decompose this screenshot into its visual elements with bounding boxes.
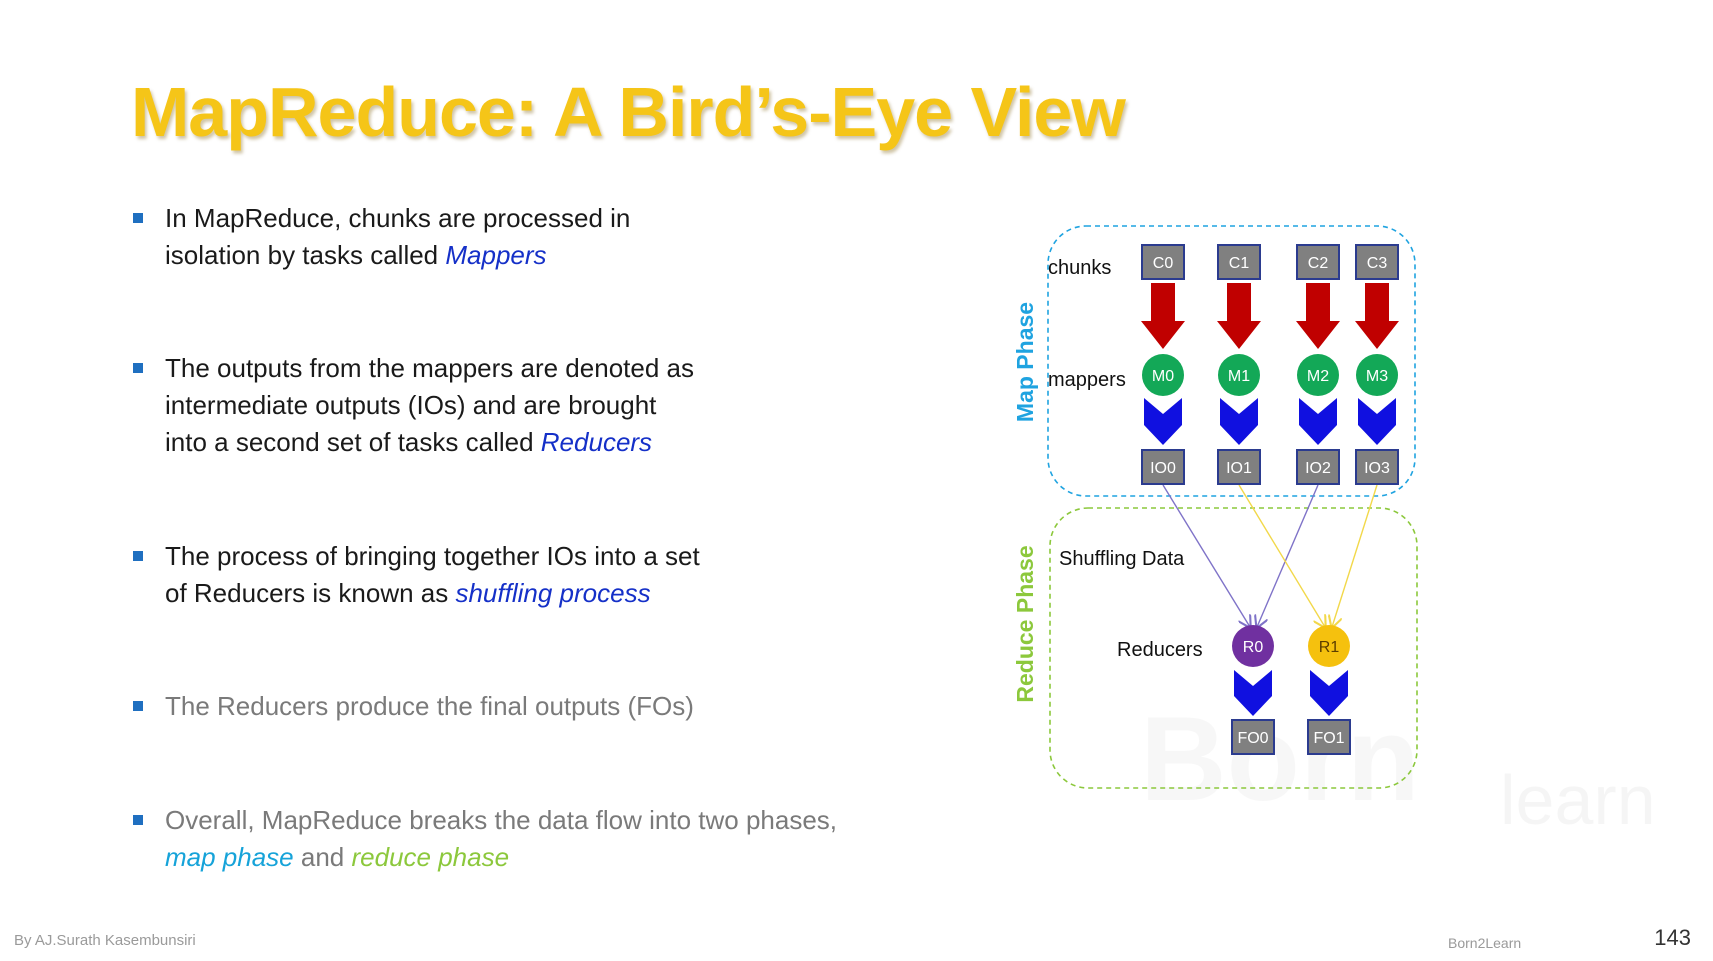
term-mappers: Mappers [445,240,547,270]
down-arrow-icon [1141,283,1185,349]
io-box [1141,449,1185,485]
term-reducers: Reducers [540,427,653,457]
page-number: 143 [1654,925,1691,950]
mapper-node [1297,354,1339,396]
chunk-box [1141,244,1185,280]
mapper-node [1356,354,1398,396]
reducer-node [1308,625,1350,667]
final-output-box [1231,719,1275,755]
reduce-phase-frame [1049,507,1418,789]
shuffle-line [1238,484,1325,627]
final-output-box-label: FO0 [1237,730,1268,747]
io-box [1217,449,1261,485]
chunk-box-label: C2 [1308,255,1329,272]
bullet-marker [133,815,143,825]
io-box [1355,449,1399,485]
shuffle-line [1257,484,1319,627]
final-output-box [1307,719,1351,755]
reducers-label: Reducers [1117,639,1203,661]
chevron-down-icon [1358,398,1396,445]
bullet-marker [133,701,143,711]
mapper-node-label: M3 [1366,368,1388,385]
bullet-2: The outputs from the mappers are denoted… [133,350,694,461]
chevron-down-icon [1220,398,1258,445]
bullet-text: The outputs from the mappers are denoted… [165,353,694,457]
term-shuffling: shuffling process [455,578,651,608]
reducer-node-label: R1 [1319,639,1340,656]
bullet-3: The process of bringing together IOs int… [133,538,700,612]
io-box-label: IO3 [1364,460,1390,477]
chunks-label: chunks [1048,257,1111,279]
down-arrow-icon [1296,283,1340,349]
watermark-learn: learn [1500,760,1656,840]
bullet-text: The Reducers produce the final outputs (… [165,691,694,721]
reduce-phase-label: Reduce Phase [1012,545,1038,702]
chevron-down-icon [1234,670,1272,716]
bullet-text: In MapReduce, chunks are processed in is… [165,203,631,270]
down-arrow-icon [1217,283,1261,349]
io-box-label: IO0 [1150,460,1176,477]
bullet-5: Overall, MapReduce breaks the data flow … [133,802,837,876]
chunk-box [1296,244,1340,280]
bullet-marker [133,213,143,223]
chevron-down-icon [1310,670,1348,716]
shuffling-label: Shuffling Data [1059,548,1185,570]
mapper-node-label: M1 [1228,368,1250,385]
reducer-node [1232,625,1274,667]
term-reduce-phase: reduce phase [351,842,510,872]
bullet-marker [133,551,143,561]
chunk-box [1355,244,1399,280]
bullet-4: The Reducers produce the final outputs (… [133,688,694,725]
mapper-node [1218,354,1260,396]
shuffle-line [1332,484,1378,627]
chunk-box [1217,244,1261,280]
mappers-label: mappers [1048,369,1126,391]
io-box [1296,449,1340,485]
map-phase-label: Map Phase [1012,302,1038,422]
slide-title: MapReduce: A Bird’s-Eye View [131,73,1126,151]
down-arrow-icon [1355,283,1399,349]
shuffle-line [1162,484,1250,627]
footer-author: By AJ.Surath Kasembunsiri [14,932,196,949]
term-map-phase: map phase [165,842,294,872]
bullet-text: The process of bringing together IOs int… [165,541,700,608]
mapper-node-label: M2 [1307,368,1329,385]
chunk-box-label: C1 [1229,255,1250,272]
reducer-node-label: R0 [1243,639,1264,656]
bullet-1: In MapReduce, chunks are processed in is… [133,200,630,274]
footer-brand: Born2Learn [1448,935,1522,951]
chunk-box-label: C0 [1153,255,1174,272]
map-phase-frame [1047,225,1416,497]
mapper-node-label: M0 [1152,368,1174,385]
final-output-box-label: FO1 [1313,730,1344,747]
chunk-box-label: C3 [1367,255,1388,272]
bullet-text: Overall, MapReduce breaks the data flow … [165,805,838,872]
chevron-down-icon [1299,398,1337,445]
io-box-label: IO1 [1226,460,1252,477]
bullet-marker [133,363,143,373]
chevron-down-icon [1144,398,1182,445]
mapper-node [1142,354,1184,396]
io-box-label: IO2 [1305,460,1331,477]
